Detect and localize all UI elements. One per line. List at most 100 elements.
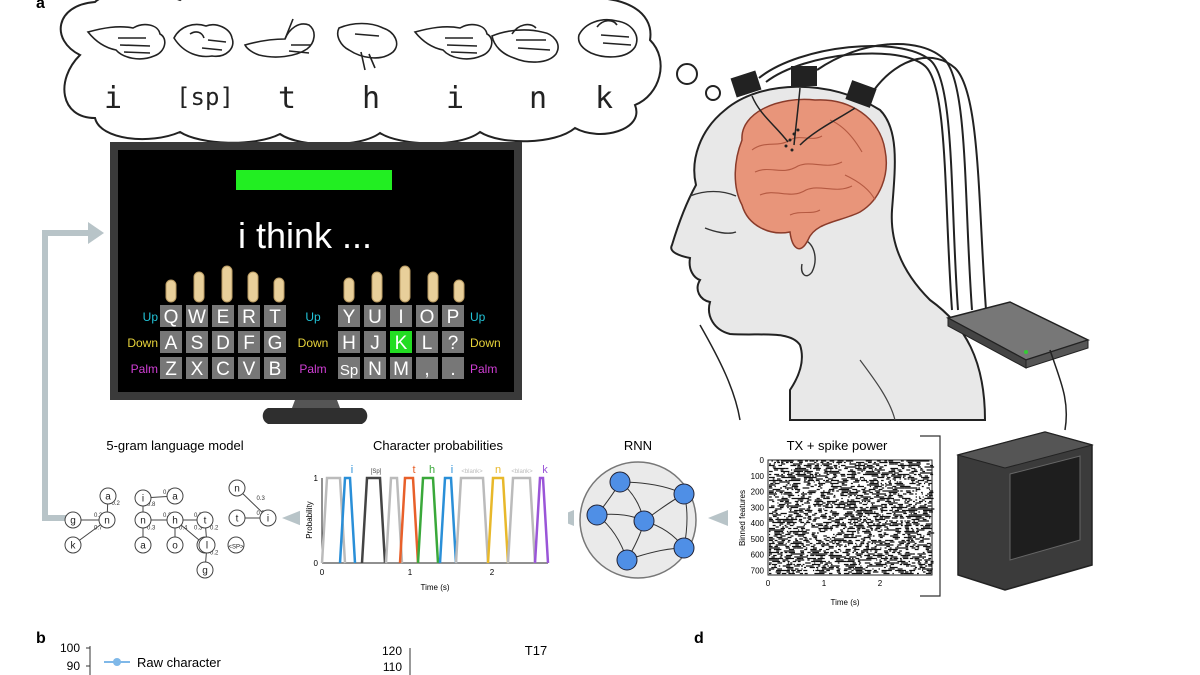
- key-V[interactable]: [238, 357, 260, 379]
- thought-letters: i [sp] t h i n k: [104, 81, 613, 116]
- key-label: G: [268, 333, 283, 354]
- cp-char-label: i: [351, 464, 353, 476]
- electrode-leads: [751, 87, 856, 146]
- progress-bar: [236, 170, 392, 190]
- key-E[interactable]: [212, 305, 234, 327]
- finger: [247, 271, 259, 303]
- key-label: T: [269, 307, 281, 328]
- row-label: Down: [470, 336, 501, 350]
- key-,[interactable]: [416, 357, 438, 379]
- amplifier-cable: [1049, 349, 1068, 431]
- cloud-outline: [59, 0, 662, 146]
- cp-char-label: i: [451, 464, 453, 476]
- lm-node-label: o: [172, 541, 178, 552]
- lm-node: [134, 489, 152, 507]
- lm-edge-label: 0.2: [112, 501, 121, 507]
- spike-ytick: 700: [751, 566, 765, 575]
- key-A[interactable]: [160, 331, 182, 353]
- lm-node-label: h: [172, 516, 178, 527]
- cp-ytick: 0: [314, 559, 319, 568]
- flow-arrow: [282, 510, 302, 526]
- key-label: R: [242, 307, 256, 328]
- lm-node-label: l: [206, 541, 208, 552]
- key-label: N: [368, 359, 382, 380]
- key-label: .: [450, 359, 455, 380]
- key-label: U: [368, 307, 382, 328]
- cp-series-line: [506, 476, 537, 564]
- lm-node-label: <SP>: [228, 545, 244, 551]
- key-Q[interactable]: [160, 305, 182, 327]
- lm-node-label: i: [267, 514, 269, 525]
- rnn-node: [633, 510, 655, 532]
- lm-node-label: k: [71, 541, 77, 552]
- spike-xtick: 2: [878, 579, 883, 588]
- row-label: Down: [127, 336, 158, 350]
- key-label: B: [269, 359, 282, 380]
- finger: [165, 279, 177, 303]
- key-?[interactable]: [442, 331, 464, 353]
- cp-xtick: 2: [490, 568, 495, 577]
- key-D[interactable]: [212, 331, 234, 353]
- key-P[interactable]: [442, 305, 464, 327]
- key-label: L: [422, 333, 433, 354]
- key-S[interactable]: [186, 331, 208, 353]
- screen-text: i think ...: [238, 215, 372, 256]
- key-G[interactable]: [264, 331, 286, 353]
- key-label: K: [395, 333, 408, 354]
- cp-xlabel: Time (s): [420, 583, 449, 592]
- key-B[interactable]: [264, 357, 286, 379]
- key-N[interactable]: [364, 357, 386, 379]
- lm-node-label: n: [140, 516, 146, 527]
- key-O[interactable]: [416, 305, 438, 327]
- cp-ylabel: Probability: [305, 501, 314, 538]
- row-label: Palm: [470, 362, 497, 376]
- lm-node: [64, 536, 82, 554]
- flow-arrow: [708, 510, 728, 526]
- key-label: Q: [164, 307, 179, 328]
- lm-node: [227, 536, 245, 554]
- key-label: I: [398, 307, 403, 328]
- spike-ytick: 0: [760, 456, 765, 465]
- lm-node: [228, 509, 246, 527]
- lm-node: [166, 536, 184, 554]
- thought-letter: i: [446, 81, 464, 116]
- amplifier-side: [1025, 339, 1089, 369]
- rnn-node: [673, 483, 695, 505]
- key-W[interactable]: [186, 305, 208, 327]
- cp-char-label: k: [542, 464, 548, 476]
- spike-ytick: 200: [751, 488, 765, 497]
- key-label: W: [188, 307, 206, 328]
- key-I[interactable]: [390, 305, 412, 327]
- cp-series-line: [384, 476, 404, 564]
- lm-edge-label: 0.3: [194, 526, 203, 532]
- key-Sp[interactable]: [338, 357, 360, 379]
- key-Z[interactable]: [160, 357, 182, 379]
- key-L[interactable]: [416, 331, 438, 353]
- lm-node-label: a: [105, 492, 111, 503]
- spike-xtick: 0: [766, 579, 771, 588]
- finger: [273, 277, 285, 303]
- key-J[interactable]: [364, 331, 386, 353]
- lm-edge-label: 0.4: [179, 526, 188, 532]
- cp-series-line: [533, 476, 550, 564]
- key-F[interactable]: [238, 331, 260, 353]
- tower-top: [956, 431, 1094, 469]
- finger: [399, 265, 411, 303]
- lm-node: [64, 511, 82, 529]
- key-R[interactable]: [238, 305, 260, 327]
- b-ytick: 110: [383, 660, 402, 674]
- key-Y[interactable]: [338, 305, 360, 327]
- key-U[interactable]: [364, 305, 386, 327]
- key-.[interactable]: [442, 357, 464, 379]
- key-K[interactable]: [390, 331, 412, 353]
- lm-node-label: a: [140, 541, 146, 552]
- lm-edge-label: 0.3: [147, 526, 156, 532]
- key-T[interactable]: [264, 305, 286, 327]
- hand-icon: [413, 23, 493, 60]
- key-H[interactable]: [338, 331, 360, 353]
- key-X[interactable]: [186, 357, 208, 379]
- key-label: J: [370, 333, 380, 354]
- key-M[interactable]: [390, 357, 412, 379]
- key-C[interactable]: [212, 357, 234, 379]
- neck-line: [699, 324, 741, 421]
